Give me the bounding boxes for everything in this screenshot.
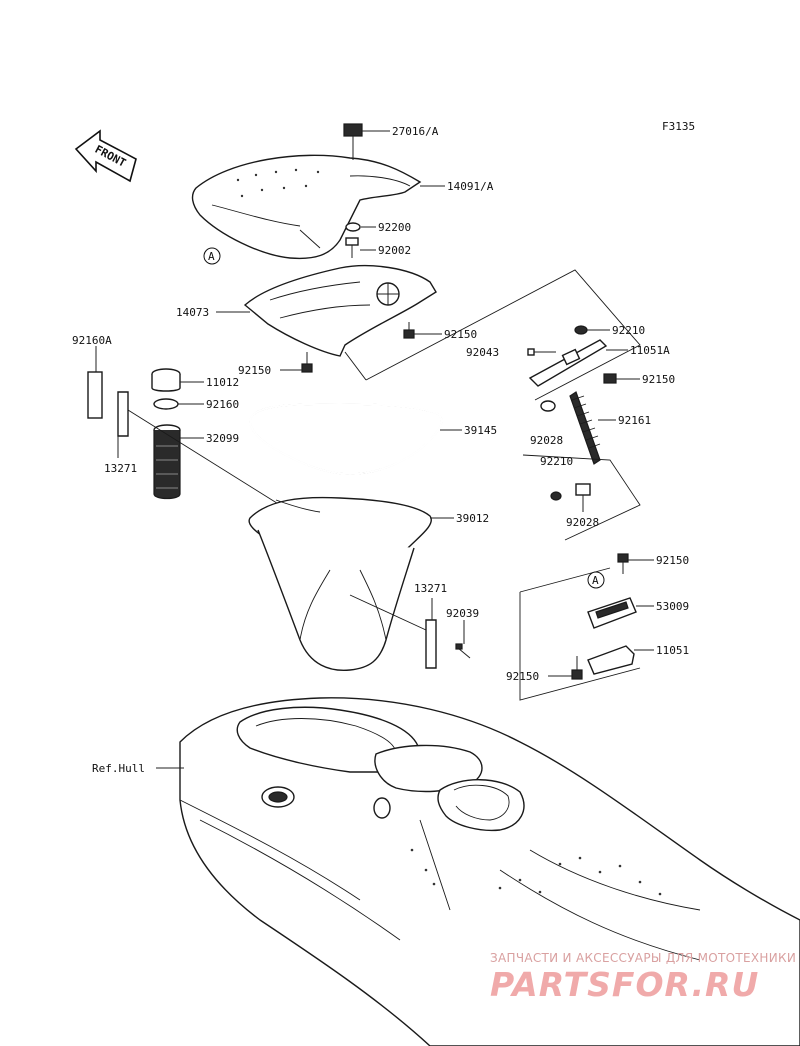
bolt-92150-latch-bot (571, 656, 583, 680)
callout-a-bottom (587, 571, 605, 589)
label-27016a: 27016/A (392, 125, 439, 138)
washer-92200 (345, 222, 361, 232)
pin-92043 (527, 348, 556, 356)
latch-group-outline (519, 592, 641, 701)
watermark-brand: PARTSFOR.RU (490, 965, 759, 1004)
latch-53009 (587, 597, 637, 629)
label-14091a: 14091/A (447, 180, 494, 193)
gasket-39145 (249, 403, 443, 475)
label-11051a: 11051A (630, 344, 670, 357)
cap-11012 (151, 368, 181, 392)
label-92160a: 92160A (72, 334, 112, 347)
label-92210-top: 92210 (612, 324, 645, 337)
callout-a-bottom-label: A (592, 574, 599, 587)
label-32099: 32099 (206, 432, 239, 445)
label-92150-left: 92150 (238, 364, 271, 377)
label-92161: 92161 (618, 414, 651, 427)
label-92210-mid: 92210 (540, 455, 573, 468)
label-11012: 11012 (206, 376, 239, 389)
tube-32099 (153, 424, 181, 500)
collar-92028-top (540, 400, 556, 412)
label-92150-latch-top: 92150 (656, 554, 689, 567)
washer-92210-mid (550, 491, 562, 501)
label-92150-right: 92150 (642, 373, 675, 386)
label-39012: 39012 (456, 512, 489, 525)
bolt-92150-right (603, 373, 617, 384)
hinge-group-outline (365, 269, 641, 401)
figure-code: F3135 (662, 120, 695, 133)
seat-latch-pin (343, 123, 363, 160)
collar-92028-bot (575, 483, 591, 496)
seat-part (191, 154, 422, 260)
label-53009: 53009 (656, 600, 689, 613)
label-92028-bot: 92028 (566, 516, 599, 529)
seat-base-part (243, 265, 437, 357)
bolt-92150-latch-top (617, 553, 629, 574)
label-92043: 92043 (466, 346, 499, 359)
label-92028-top: 92028 (530, 434, 563, 447)
spring-group-outline (522, 454, 641, 541)
hinge-bracket-11051a (528, 339, 608, 387)
spring-92161 (569, 391, 601, 465)
hull-reference (179, 697, 800, 1046)
bracket-11051 (587, 645, 635, 675)
label-11051: 11051 (656, 644, 689, 657)
label-92002: 92002 (378, 244, 411, 257)
bolt-92002 (345, 237, 359, 258)
label-92200: 92200 (378, 221, 411, 234)
storage-bin-39012 (248, 496, 432, 672)
pad-13271-left (117, 391, 129, 437)
label-13271-right: 13271 (414, 582, 447, 595)
callout-a-top-label: A (208, 250, 215, 263)
pin-92039 (455, 643, 471, 659)
bolt-92150-left (301, 352, 313, 373)
oring-92160 (153, 398, 179, 410)
bolt-92150-seat (403, 322, 415, 339)
label-92160: 92160 (206, 398, 239, 411)
label-92150-seat: 92150 (444, 328, 477, 341)
label-92150-latch-bot: 92150 (506, 670, 539, 683)
seal-92160a (87, 371, 103, 419)
label-ref-hull: Ref.Hull (92, 762, 145, 775)
pad-13271-right (425, 619, 437, 669)
label-13271-left: 13271 (104, 462, 137, 475)
label-14073: 14073 (176, 306, 209, 319)
watermark-tagline: ЗАПЧАСТИ И АКСЕССУАРЫ ДЛЯ МОТОТЕХНИКИ (490, 951, 796, 965)
front-arrow-icon: FRONT (74, 129, 137, 183)
washer-92210-top (574, 325, 588, 335)
callout-a-top (203, 247, 221, 265)
label-39145: 39145 (464, 424, 497, 437)
label-92039: 92039 (446, 607, 479, 620)
